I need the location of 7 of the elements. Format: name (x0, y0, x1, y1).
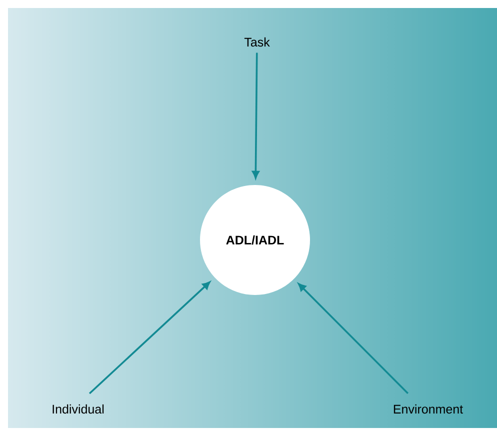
circle-node: ADL/IADL (200, 185, 310, 295)
node-label: Task (244, 37, 270, 47)
arrow (88, 282, 210, 394)
node-label: Individual (52, 404, 104, 414)
arrow (252, 52, 260, 179)
node-label: Environment (394, 404, 463, 414)
arrow (298, 283, 409, 394)
